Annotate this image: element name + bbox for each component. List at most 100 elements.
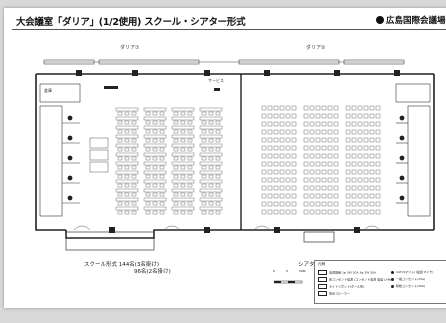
seat	[369, 209, 375, 215]
seat	[363, 177, 369, 183]
seat	[321, 129, 327, 135]
seat	[115, 179, 139, 184]
seat	[159, 147, 165, 152]
seat	[173, 174, 179, 179]
seat	[115, 134, 139, 139]
seat	[152, 147, 158, 152]
seat	[285, 177, 291, 183]
seat	[208, 111, 214, 116]
seat	[180, 210, 186, 215]
seat	[303, 105, 309, 111]
seat	[345, 169, 351, 175]
seat	[333, 193, 339, 199]
seat	[145, 174, 151, 179]
seat	[131, 210, 137, 215]
seat	[345, 185, 351, 191]
seat	[124, 210, 130, 215]
seat	[180, 129, 186, 134]
seat	[321, 209, 327, 215]
seat	[187, 174, 193, 179]
seat	[261, 153, 267, 159]
seat	[267, 169, 273, 175]
school-capacity: スクール形式 144名(3名掛け)	[84, 262, 160, 268]
seat	[152, 120, 158, 125]
seat	[261, 105, 267, 111]
seat	[159, 183, 165, 188]
seat	[303, 185, 309, 191]
seat	[180, 138, 186, 143]
seat	[115, 161, 139, 166]
seat	[357, 193, 363, 199]
seat	[369, 113, 375, 119]
seat	[303, 121, 309, 127]
seat	[333, 177, 339, 183]
seat	[180, 147, 186, 152]
seat	[145, 111, 151, 116]
theater-seating	[261, 105, 381, 215]
seat	[327, 113, 333, 119]
seat	[375, 201, 381, 207]
seat	[152, 111, 158, 116]
seat	[143, 197, 167, 202]
seat	[267, 145, 273, 151]
seat	[363, 105, 369, 111]
seat	[201, 120, 207, 125]
seat	[143, 125, 167, 130]
seat	[201, 111, 207, 116]
seat	[208, 129, 214, 134]
speaker-markers	[67, 115, 73, 201]
seat	[327, 169, 333, 175]
seat	[369, 193, 375, 199]
seat	[208, 201, 214, 206]
seat	[159, 111, 165, 116]
seat	[285, 201, 291, 207]
seat	[363, 121, 369, 127]
seat	[351, 161, 357, 167]
seat	[171, 206, 195, 211]
seat	[279, 137, 285, 143]
seat	[369, 137, 375, 143]
seat	[273, 105, 279, 111]
seat	[291, 121, 297, 127]
outlet-icon	[318, 270, 327, 275]
seat	[351, 129, 357, 135]
seat	[187, 156, 193, 161]
seat	[115, 107, 139, 112]
seat	[131, 147, 137, 152]
seat	[208, 192, 214, 197]
seat	[345, 105, 351, 111]
seat	[309, 153, 315, 159]
seat	[273, 137, 279, 143]
seat	[124, 138, 130, 143]
seat	[303, 145, 309, 151]
outlet2-icon	[391, 277, 394, 281]
seat	[345, 113, 351, 119]
seat	[208, 120, 214, 125]
seat	[327, 209, 333, 215]
seat	[159, 120, 165, 125]
seat	[285, 137, 291, 143]
seat	[145, 183, 151, 188]
seat	[215, 129, 221, 134]
seat	[145, 138, 151, 143]
seat	[321, 177, 327, 183]
seat	[285, 209, 291, 215]
seat	[315, 113, 321, 119]
seat	[171, 179, 195, 184]
seat	[369, 121, 375, 127]
seat	[267, 105, 273, 111]
seat	[273, 209, 279, 215]
seat	[159, 129, 165, 134]
seat	[375, 193, 381, 199]
seat	[124, 201, 130, 206]
seat	[363, 129, 369, 135]
seat	[201, 210, 207, 215]
seat	[333, 169, 339, 175]
seat	[201, 147, 207, 152]
seat	[333, 129, 339, 135]
seat	[180, 192, 186, 197]
seat	[117, 156, 123, 161]
seat	[187, 210, 193, 215]
seat	[321, 137, 327, 143]
seat	[171, 143, 195, 148]
